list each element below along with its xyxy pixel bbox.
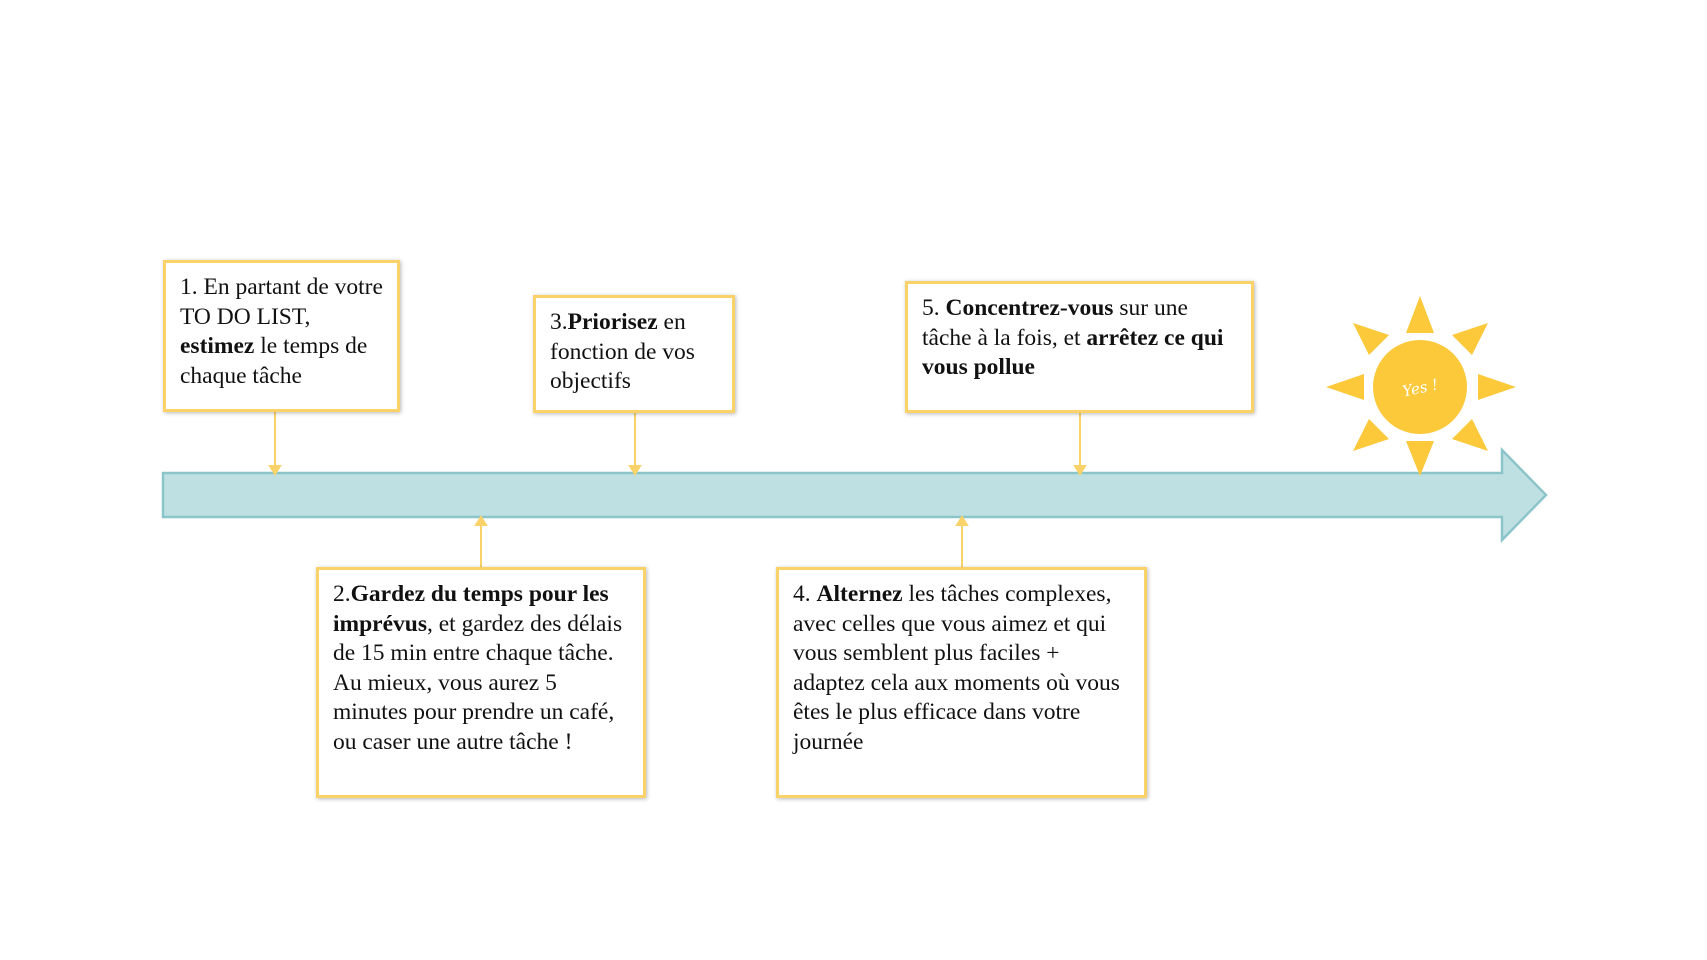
step-5-number: 5.	[922, 295, 940, 321]
step-5-text-after: sur une tâche à la fois, et	[922, 295, 1188, 351]
step-2-number: 2.	[333, 581, 351, 607]
sun-ray-bottom-right	[1452, 419, 1488, 451]
step-1-text-after: le temps de chaque tâche	[180, 333, 368, 389]
step-1-box: 1. En partant de votre TO DO LIST, estim…	[163, 260, 400, 412]
step-3-text-after: en fonction de vos objectifs	[550, 309, 695, 394]
sun-ray-top	[1406, 296, 1434, 333]
connector-step-4-head	[955, 515, 969, 526]
step-1-text-before: En partant de votre TO DO LIST,	[180, 274, 383, 330]
sun-ray-left	[1326, 374, 1364, 400]
step-3-number: 3.	[550, 309, 568, 335]
step-2-text-after: , et gardez des délais de 15 min entre c…	[333, 610, 623, 755]
sun-icon: Yes !	[1326, 296, 1516, 476]
sun-ray-top-right	[1452, 323, 1488, 355]
step-4-box: 4. Alternez les tâches complexes, avec c…	[776, 567, 1147, 798]
sun-ray-bottom-left	[1353, 419, 1389, 451]
step-5-keyword: Concentrez-vous	[945, 295, 1114, 321]
connector-step-3-head	[628, 465, 642, 476]
step-4-text-after: les tâches complexes, avec celles que vo…	[793, 581, 1120, 755]
connector-step-2-head	[474, 515, 488, 526]
step-2-keyword: Gardez du temps pour les imprévus	[333, 581, 609, 637]
step-5-box: 5. Concentrez-vous sur une tâche à la fo…	[905, 281, 1254, 413]
step-1-keyword: estimez	[180, 333, 255, 359]
step-1-number: 1.	[180, 274, 198, 300]
timeline-arrow	[161, 446, 1548, 544]
sun-ray-bottom	[1406, 441, 1434, 476]
sun-core	[1373, 340, 1467, 434]
sun-ray-right	[1478, 374, 1516, 400]
connectors	[268, 412, 1087, 567]
step-4-keyword: Alternez	[816, 581, 903, 607]
connector-step-1-head	[268, 465, 282, 476]
step-4-number: 4.	[793, 581, 811, 607]
connector-step-5-head	[1073, 465, 1087, 476]
step-3-box: 3.Priorisez en fonction de vos objectifs	[533, 295, 735, 413]
step-2-box: 2.Gardez du temps pour les imprévus, et …	[316, 567, 646, 798]
step-3-keyword: Priorisez	[567, 309, 658, 335]
sun-label: Yes !	[1401, 375, 1440, 400]
sun-ray-top-left	[1353, 323, 1389, 355]
step-5-keyword-2: arrêtez ce qui vous pollue	[922, 324, 1224, 381]
